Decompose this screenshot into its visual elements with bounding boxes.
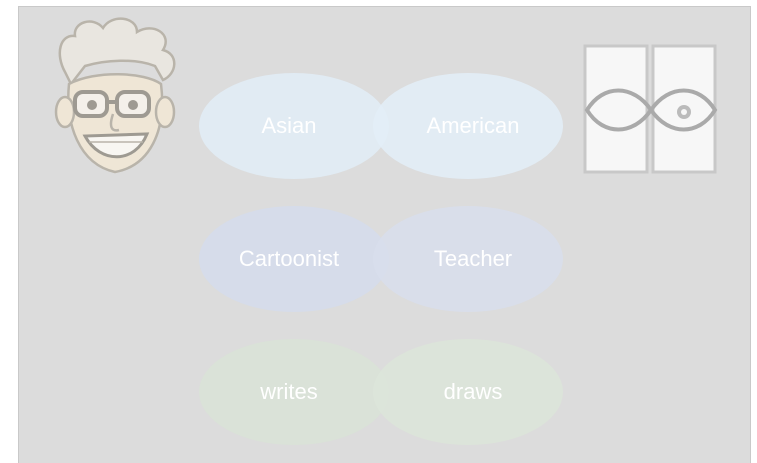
venn-pair-identity: Asian American [199,73,569,183]
venn-label-right: American [426,113,520,138]
venn-pair-activity: writes draws [199,339,569,449]
venn-ellipse-right: draws [373,339,563,445]
venn-ellipse-right: Teacher [373,206,563,312]
venn-ellipse-left: Asian [199,73,389,179]
venn-label-left: Cartoonist [238,246,340,271]
venn-label-left: writes [260,379,318,404]
venn-pair-profession: Cartoonist Teacher [199,206,569,316]
venn-ellipse-left: writes [199,339,389,445]
cartoon-portrait-icon [54,17,176,174]
infinity-eye-logo-icon [583,44,718,174]
venn-label-left: Asian [261,113,317,138]
venn-ellipse-right: American [373,73,563,179]
venn-label-right: Teacher [433,246,513,271]
venn-label-right: draws [443,379,503,404]
venn-ellipse-left: Cartoonist [199,206,389,312]
